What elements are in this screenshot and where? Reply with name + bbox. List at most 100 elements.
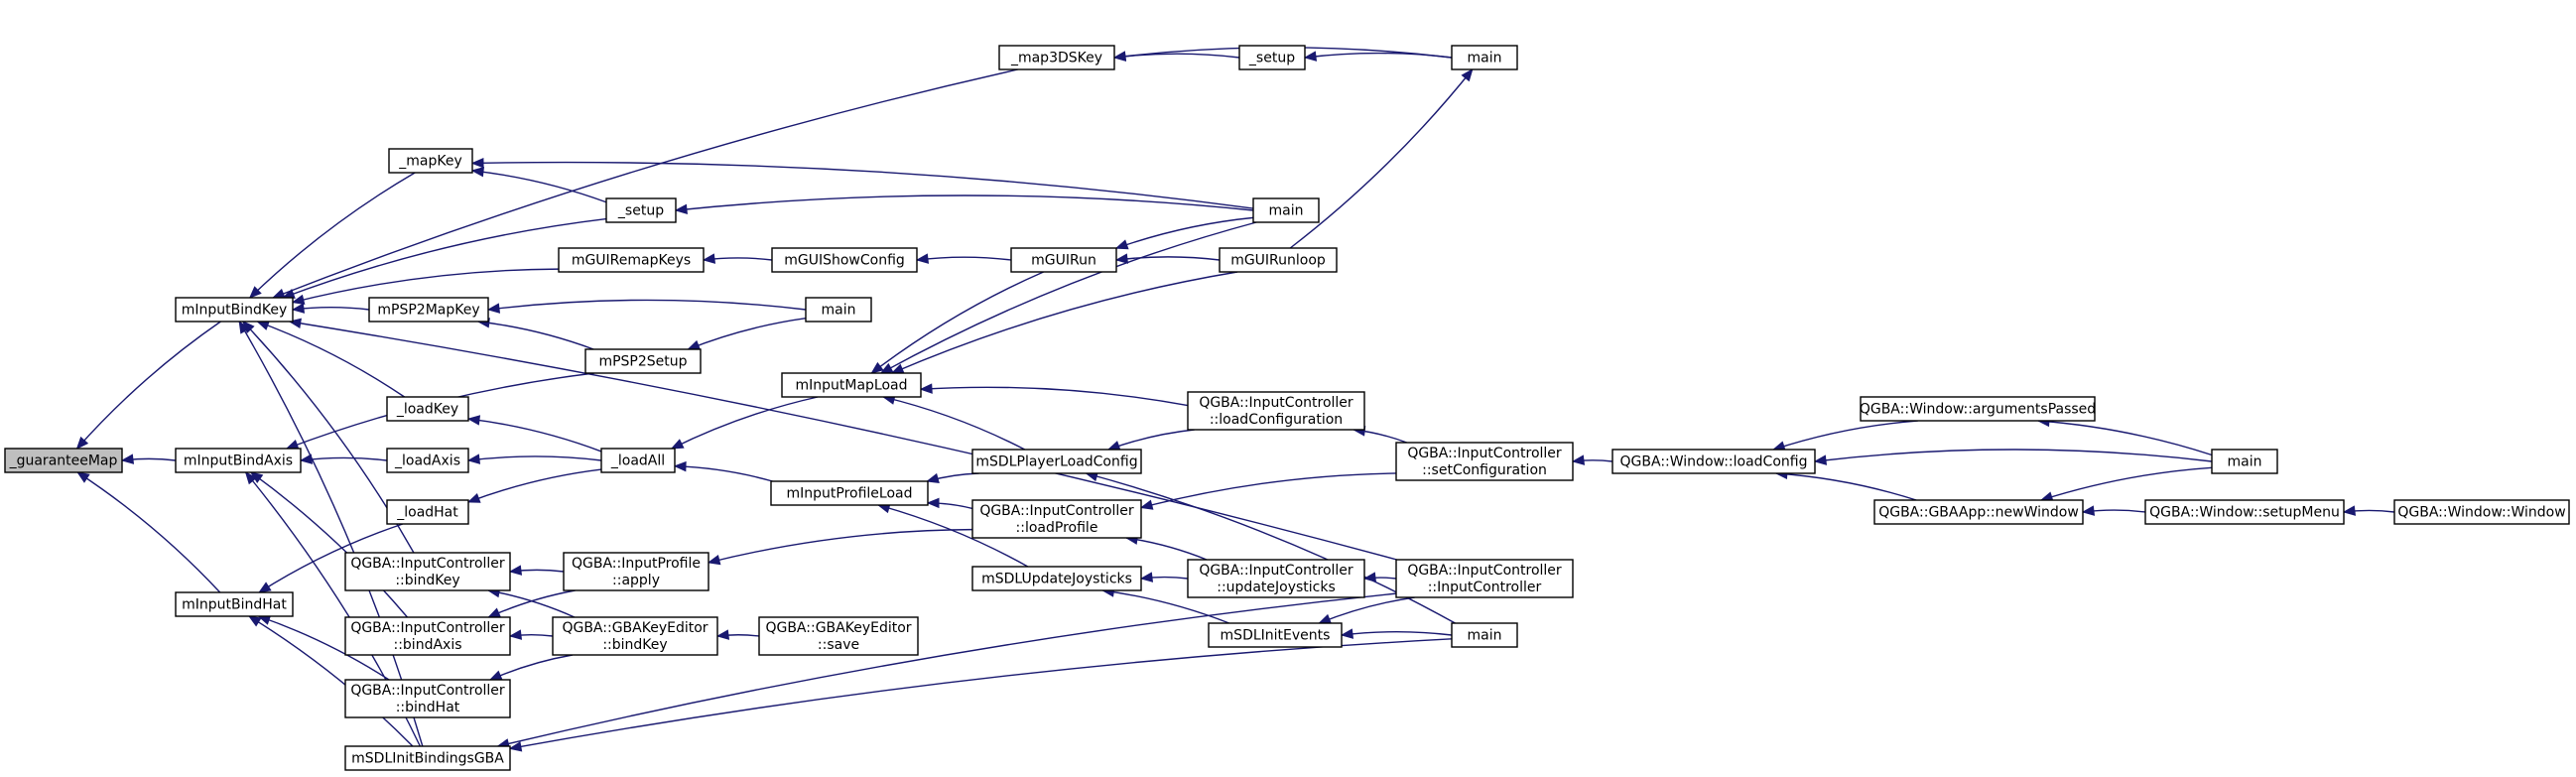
node-box [1187, 391, 1365, 431]
function-node-mInputBindAxis[interactable]: mInputBindAxis [175, 448, 302, 473]
call-edge-winSetupMenu-to-appNewWindow [2081, 505, 2146, 516]
function-node-mainPSP[interactable]: main [805, 297, 872, 323]
function-node-icBindKey[interactable]: QGBA::InputController::bindKey [344, 552, 511, 591]
function-node-loadHat[interactable]: _loadHat [386, 499, 469, 525]
arrowhead-icon [299, 453, 314, 464]
function-node-mGUIRemapKeys[interactable]: mGUIRemapKeys [558, 247, 705, 273]
function-node-setup3ds[interactable]: _setup [1238, 45, 1306, 70]
function-node-setup2[interactable]: _setup [605, 197, 677, 223]
function-node-mInputMapLoad[interactable]: mInputMapLoad [781, 372, 922, 398]
node-box [1873, 499, 2084, 525]
call-edge-mInputBindKey-to-guaranteeMap [75, 321, 221, 450]
node-box [1187, 559, 1365, 598]
call-edge-mainQt-to-appNewWindow [2039, 466, 2213, 502]
function-node-mSDLUpdateJoysticks[interactable]: mSDLUpdateJoysticks [971, 566, 1142, 591]
call-edge-icInputController-to-mSDLInitEvents [1318, 596, 1415, 624]
function-node-loadAll[interactable]: _loadAll [600, 448, 676, 473]
function-node-mainQt[interactable]: main [2211, 449, 2278, 474]
arrowhead-icon [470, 157, 484, 169]
function-node-mSDLInitEvents[interactable]: mSDLInitEvents [1208, 622, 1343, 648]
call-edge-mainSDL-to-mSDLInitBindingsGBA [508, 638, 1453, 752]
function-node-gkeSave[interactable]: QGBA::GBAKeyEditor::save [758, 616, 919, 656]
arrowhead-icon [1139, 499, 1154, 510]
function-node-icSetConfiguration[interactable]: QGBA::InputController::setConfiguration [1395, 442, 1574, 481]
node-box [563, 552, 709, 591]
arrowhead-icon [1362, 572, 1377, 583]
function-node-mapKey[interactable]: _mapKey [388, 148, 473, 174]
function-node-winWindow[interactable]: QGBA::Window::Window [2393, 499, 2570, 525]
function-node-loadKey[interactable]: _loadKey [386, 396, 469, 422]
function-node-mInputBindHat[interactable]: mInputBindHat [175, 591, 294, 617]
arrowhead-icon [75, 436, 89, 450]
arrowhead-icon [470, 166, 485, 178]
function-node-mGUIRun[interactable]: mGUIRun [1010, 247, 1117, 273]
call-edge-mainSDL-to-mSDLInitEvents [1340, 628, 1453, 639]
call-edge-mPSP2MapKey-to-mInputBindKey [291, 303, 370, 314]
function-node-icBindHat[interactable]: QGBA::InputController::bindHat [344, 679, 511, 718]
function-node-winLoadConfig[interactable]: QGBA::Window::loadConfig [1611, 449, 1816, 474]
node-box [344, 679, 511, 718]
node-label: mSDLUpdateJoysticks [981, 572, 1132, 587]
function-node-ipApply[interactable]: QGBA::InputProfile::apply [563, 552, 709, 591]
call-edge-icLoadProfile-to-ipApply [707, 528, 973, 566]
function-node-mGUIShowConfig[interactable]: mGUIShowConfig [771, 247, 918, 273]
node-box [386, 448, 469, 473]
call-edge-winLoadConfig-to-icSetConfiguration [1571, 454, 1613, 465]
call-edge-loadAll-to-loadHat [466, 468, 602, 503]
call-edge-mGUIRunloop-to-mInputMapLoad [890, 271, 1238, 374]
node-label: mGUIRemapKeys [572, 253, 691, 269]
node-label: _setup [1248, 51, 1295, 66]
function-node-winSetupMenu[interactable]: QGBA::Window::setupMenu [2144, 499, 2345, 525]
function-node-icLoadProfile[interactable]: QGBA::InputController::loadProfile [971, 499, 1142, 539]
function-node-guaranteeMap[interactable]: _guaranteeMap [4, 448, 123, 473]
node-label: _loadKey [396, 402, 458, 418]
node-label: main [1468, 628, 1502, 644]
node-label: QGBA::InputProfile [572, 556, 701, 572]
node-box [175, 591, 294, 617]
call-edge-loadAll-to-loadKey [466, 415, 602, 453]
function-node-mSDLInitBindingsGBA[interactable]: mSDLInitBindingsGBA [344, 745, 511, 771]
function-node-mGUIRunloop[interactable]: mGUIRunloop [1219, 247, 1338, 273]
arrowhead-icon [285, 440, 300, 450]
function-node-icBindAxis[interactable]: QGBA::InputController::bindAxis [344, 616, 511, 656]
call-edge-mainQt-to-winLoadConfig [1813, 449, 2213, 465]
call-edge-gkeSave-to-gkeBindKey [715, 629, 760, 640]
arrowhead-icon [291, 303, 306, 314]
function-node-appNewWindow[interactable]: QGBA::GBAApp::newWindow [1873, 499, 2084, 525]
function-node-mPSP2MapKey[interactable]: mPSP2MapKey [368, 297, 489, 323]
call-edge-icSetConfiguration-to-icLoadProfile [1139, 472, 1397, 510]
node-label: QGBA::GBAKeyEditor [562, 620, 708, 636]
call-edge-main2-to-mapKey [470, 157, 1254, 209]
node-label: QGBA::InputController [1407, 446, 1562, 461]
arrowhead-icon [248, 286, 262, 299]
arrowhead-icon [674, 203, 688, 215]
function-node-mSDLPlayerLoadConfig[interactable]: mSDLPlayerLoadConfig [971, 449, 1142, 474]
node-label: ::setConfiguration [1422, 462, 1547, 478]
function-node-winArgumentsPassed[interactable]: QGBA::Window::argumentsPassed [1860, 396, 2096, 422]
function-node-main3ds[interactable]: main [1451, 45, 1518, 70]
function-node-mainSDL[interactable]: main [1451, 622, 1518, 648]
call-edge-mSDLInitBindingsGBA-to-mInputBindHat [247, 615, 414, 747]
node-box [605, 197, 677, 223]
call-edge-main3ds-to-setup3ds [1303, 51, 1453, 62]
call-edge-gkeBindKey-to-icBindHat [488, 654, 574, 681]
function-node-icLoadConfiguration[interactable]: QGBA::InputController::loadConfiguration [1187, 391, 1365, 431]
function-node-map3DSKey[interactable]: _map3DSKey [998, 45, 1115, 70]
function-node-main2[interactable]: main [1252, 197, 1320, 223]
function-node-mPSP2Setup[interactable]: mPSP2Setup [584, 348, 702, 374]
node-label: mGUIShowConfig [784, 253, 905, 269]
function-node-loadAxis[interactable]: _loadAxis [386, 448, 469, 473]
node-label: QGBA::InputController [350, 620, 505, 636]
call-edge-mInputBindHat-to-guaranteeMap [76, 471, 221, 593]
function-node-mInputProfileLoad[interactable]: mInputProfileLoad [770, 480, 929, 506]
function-node-mInputBindKey[interactable]: mInputBindKey [175, 297, 294, 323]
node-box [4, 448, 123, 473]
function-node-gkeBindKey[interactable]: QGBA::GBAKeyEditor::bindKey [552, 616, 718, 656]
arrowhead-icon [271, 288, 286, 299]
function-node-icInputController[interactable]: QGBA::InputController::InputController [1395, 559, 1574, 598]
arrowhead-icon [870, 361, 884, 374]
call-edge-icLoadConfiguration-to-mSDLPlayerLoadConfig [1106, 429, 1195, 452]
function-node-icUpdateJoysticks[interactable]: QGBA::InputController::updateJoysticks [1187, 559, 1365, 598]
node-label: QGBA::InputController [350, 683, 505, 699]
